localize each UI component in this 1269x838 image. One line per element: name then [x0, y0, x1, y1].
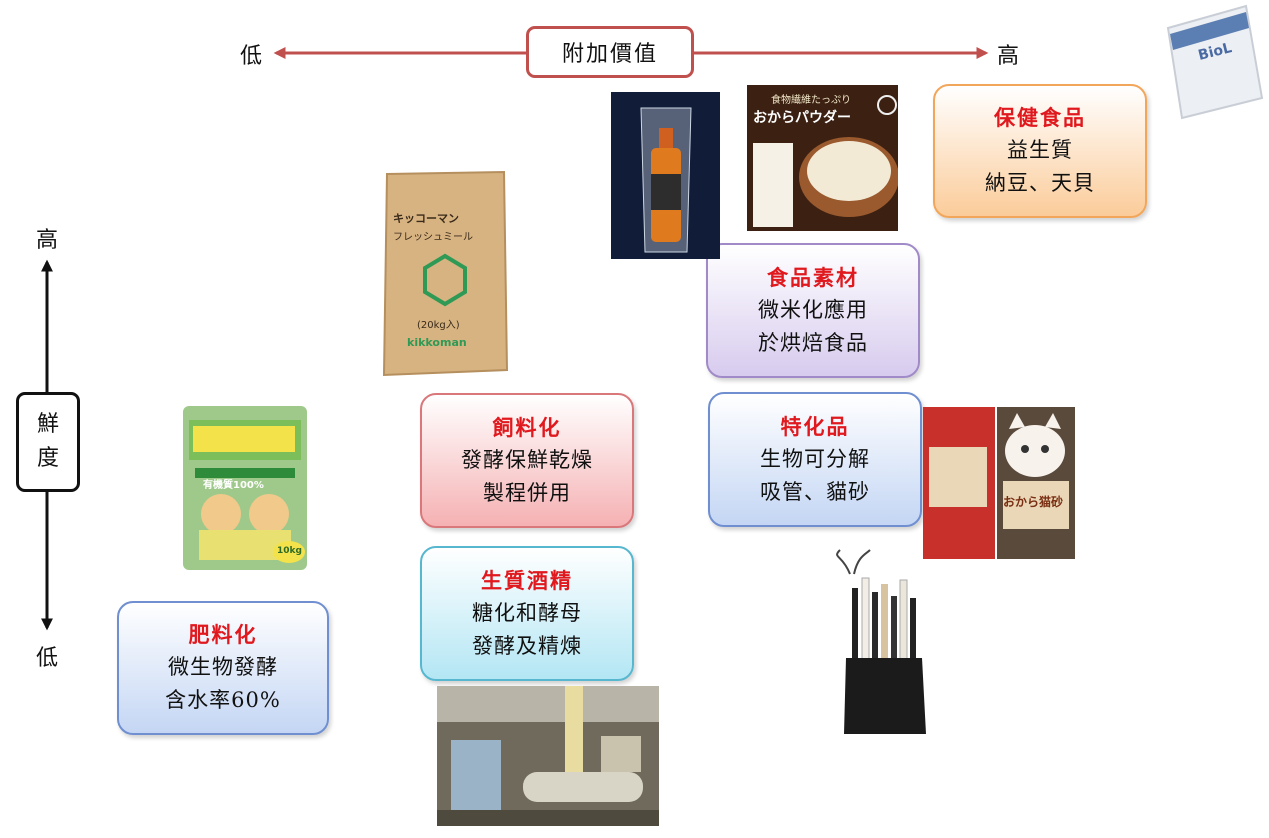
cat-litter-label: おから猫砂: [1003, 495, 1064, 509]
value-axis-title: 附加價值: [526, 26, 694, 78]
bioethanol-plant-image: [437, 686, 659, 826]
category-line: 糖化和酵母: [472, 600, 582, 625]
category-title: 特化品: [780, 413, 850, 439]
fertilizer-bag-weight: 10kg: [277, 546, 302, 556]
feed-bag-image: キッコーマン フレッシュミール (20kg入) kikkoman: [381, 170, 510, 378]
category-title: 生質酒精: [481, 567, 573, 593]
category-line: 含水率60%: [165, 688, 281, 712]
okara-powder-tagline: 食物繊維たっぷり: [771, 95, 851, 106]
category-title: 飼料化: [492, 414, 562, 440]
category-box-health-food: 保健食品 益生質 納豆、天貝: [933, 84, 1147, 218]
biol-pack-image: BioL: [1150, 0, 1269, 124]
value-axis-low-label: 低: [240, 44, 263, 69]
freshness-axis-title: 鮮 度: [16, 392, 80, 492]
category-line: 發酵及精煉: [472, 633, 582, 658]
category-box-bioethanol: 生質酒精 糖化和酵母 發酵及精煉: [420, 546, 634, 681]
feed-bag-weight: (20kg入): [417, 320, 460, 331]
category-box-food-ingredient: 食品素材 微米化應用 於烘焙食品: [706, 243, 920, 378]
feed-bag-brand: キッコーマン: [393, 212, 459, 225]
category-box-specialty: 特化品 生物可分解 吸管、貓砂: [708, 392, 922, 527]
straws-image: [828, 548, 940, 736]
category-line: 益生質: [1007, 138, 1073, 162]
category-title: 食品素材: [767, 264, 859, 290]
value-axis-high-label: 高: [997, 44, 1020, 69]
category-line: 生物可分解: [760, 446, 870, 471]
fertilizer-bag-image: 有機質100% 10kg: [181, 402, 309, 574]
okara-powder-image: 食物繊維たっぷり おからパウダー: [747, 85, 898, 231]
category-line: 於烘焙食品: [758, 330, 868, 355]
category-line: 納豆、天貝: [985, 171, 1095, 195]
freshness-axis-low-label: 低: [36, 646, 59, 671]
fertilizer-bag-label: 有機質100%: [203, 480, 264, 491]
category-line: 製程併用: [483, 480, 571, 505]
freshness-axis-title-char: 度: [36, 446, 59, 471]
freshness-axis-title-char: 鮮: [36, 412, 59, 437]
category-title: 保健食品: [994, 105, 1086, 130]
category-line: 微生物發酵: [168, 655, 278, 679]
bottle-product-image: [611, 92, 720, 259]
cat-litter-image: おから猫砂: [923, 407, 1075, 559]
category-box-feed: 飼料化 發酵保鮮乾燥 製程併用: [420, 393, 634, 528]
category-box-fertilizer: 肥料化 微生物發酵 含水率60%: [117, 601, 329, 735]
category-line: 吸管、貓砂: [760, 479, 870, 504]
freshness-axis-high-label: 高: [36, 228, 59, 253]
category-line: 微米化應用: [758, 297, 868, 322]
category-title: 肥料化: [188, 622, 258, 647]
feed-bag-product: フレッシュミール: [393, 232, 473, 243]
feed-bag-logo-text: kikkoman: [407, 336, 467, 349]
category-line: 發酵保鮮乾燥: [461, 447, 593, 472]
okara-powder-title: おからパウダー: [753, 110, 851, 126]
